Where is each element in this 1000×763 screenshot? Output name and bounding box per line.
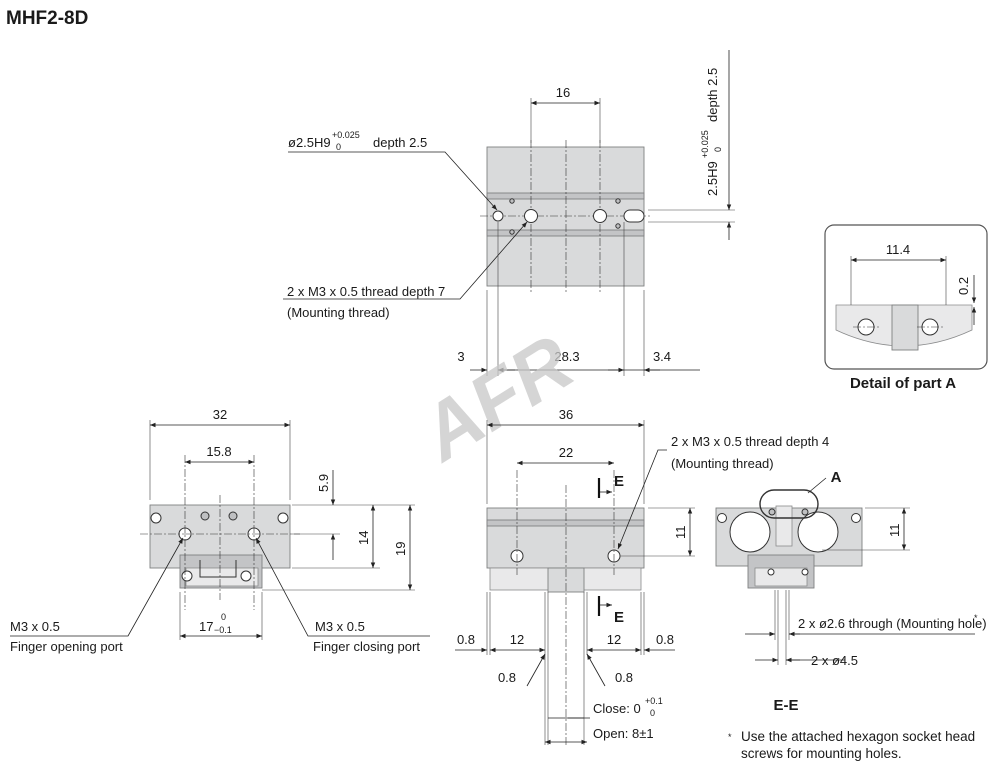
closing-port-label: M3 x 0.5 [315,619,365,634]
svg-text:19: 19 [393,542,408,556]
svg-text:depth 2.5: depth 2.5 [705,68,720,122]
svg-text:0: 0 [336,142,341,152]
svg-text:36: 36 [559,407,573,422]
top-view: 16 ø2.5H9 +0.025 0 depth 2.5 2.5H9 +0.02… [283,50,735,376]
svg-text:screws for mounting holes.: screws for mounting holes. [741,746,902,761]
svg-text:0: 0 [221,612,226,622]
top-view-body [486,146,645,287]
svg-text:+0.025: +0.025 [700,130,710,158]
svg-text:Use the attached hexagon socke: Use the attached hexagon socket head [741,729,975,744]
svg-text:depth 2.5: depth 2.5 [373,135,427,150]
dowel-hole-label: ø2.5H9 [288,135,331,150]
opening-port-label: M3 x 0.5 [10,619,60,634]
svg-text:*: * [974,613,978,623]
svg-text:2 x ø4.5: 2 x ø4.5 [811,653,858,668]
svg-text:0: 0 [650,708,655,718]
front-view-body [486,507,645,569]
svg-text:11.4: 11.4 [886,242,910,257]
svg-text:17: 17 [199,619,213,634]
svg-text:16: 16 [556,85,570,100]
mounting-thread-left [524,209,538,223]
svg-text:12: 12 [510,632,524,647]
detail-part-a: 11.4 0.2 Detail of part A [824,224,988,392]
svg-text:15.8: 15.8 [206,444,231,459]
dowel-slot-right [623,209,645,223]
svg-text:*: * [728,732,732,742]
section-caption: E-E [773,697,798,714]
svg-text:3: 3 [457,349,464,364]
svg-text:0.8: 0.8 [615,670,633,685]
drawing-title: MHF2-8D [6,8,88,29]
svg-text:+0.1: +0.1 [645,696,663,706]
close-label: Close: 0 [593,701,641,716]
svg-text:12: 12 [607,632,621,647]
section-e-e: A 11 2 x ø2.6 through (Mounting hole) * … [715,469,987,714]
detail-caption: Detail of part A [850,375,956,392]
svg-text:5.9: 5.9 [316,474,331,492]
section-mark-bottom: E [614,609,624,626]
open-label: Open: 8±1 [593,726,654,741]
svg-text:0.8: 0.8 [656,632,674,647]
section-mark-top: E [614,473,624,490]
svg-text:(Mounting thread): (Mounting thread) [671,456,774,471]
svg-text:11: 11 [887,524,902,538]
svg-text:−0.1: −0.1 [214,625,232,635]
opening-port-name: Finger opening port [10,639,123,654]
svg-text:0.2: 0.2 [956,277,971,295]
footnote: * Use the attached hexagon socket head s… [728,729,975,761]
svg-text:2 x M3 x 0.5 thread depth 4: 2 x M3 x 0.5 thread depth 4 [671,434,829,449]
svg-text:0.8: 0.8 [457,632,475,647]
svg-text:22: 22 [559,445,573,460]
mounting-hole-label: 2 x ø2.6 through (Mounting hole) [798,616,987,631]
front-view: 36 22 2 x M3 x 0.5 thread depth 4 (Mount… [455,407,829,745]
svg-text:32: 32 [213,407,227,422]
detail-ref-a: A [831,469,842,486]
svg-text:14: 14 [356,531,371,545]
closing-port-name: Finger closing port [313,639,420,654]
svg-text:0.8: 0.8 [498,670,516,685]
svg-text:2.5H9: 2.5H9 [705,161,720,196]
svg-text:0: 0 [713,147,723,152]
side-view: 32 15.8 5.9 14 19 17 0 −0.1 M3 x 0.5 Fin… [10,407,430,654]
svg-text:(Mounting thread): (Mounting thread) [287,305,390,320]
mounting-thread-right [593,209,607,223]
svg-text:28.3: 28.3 [554,349,579,364]
detail-a-callout [759,489,819,519]
dowel-hole-left [492,210,504,222]
svg-text:+0.025: +0.025 [332,130,360,140]
svg-text:3.4: 3.4 [653,349,671,364]
svg-text:2 x M3 x 0.5 thread depth 7: 2 x M3 x 0.5 thread depth 7 [287,284,445,299]
svg-text:11: 11 [673,526,688,540]
